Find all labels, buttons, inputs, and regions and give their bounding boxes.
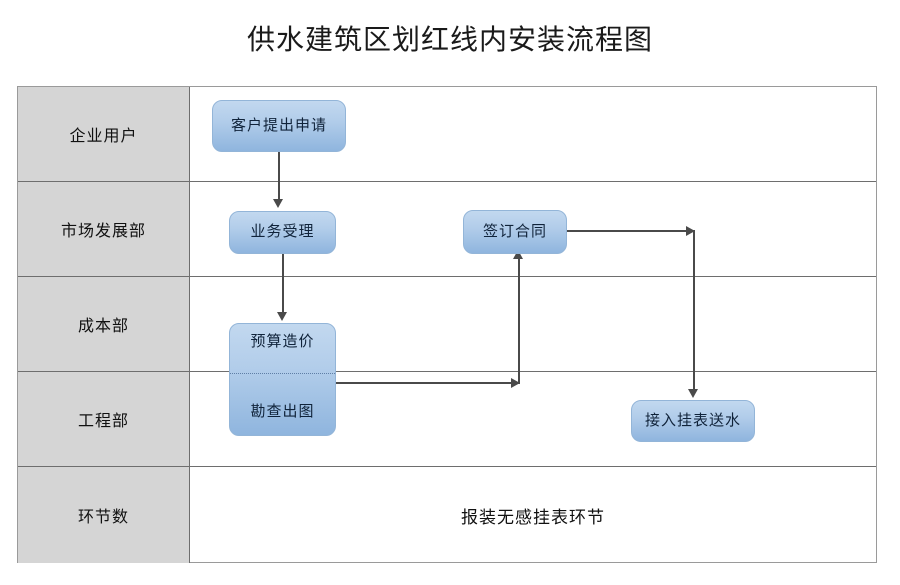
- page-title: 供水建筑区划红线内安装流程图: [246, 25, 653, 56]
- lane-label-market-development: 市场发展部: [18, 182, 190, 276]
- arrowhead-apply-to-accept-icon: [273, 199, 283, 208]
- connector-contract-to-deliver-horizontal: [567, 230, 695, 232]
- lane-body-step-count: 报装无感挂表环节: [190, 467, 876, 563]
- swimlane-row-market-development: 市场发展部: [18, 182, 876, 277]
- connector-accept-to-budget: [282, 254, 284, 313]
- lane-label-cost-department: 成本部: [18, 277, 190, 371]
- arrowhead-into-deliver-icon: [688, 389, 698, 398]
- swimlane-row-engineering-department: 工程部: [18, 372, 876, 467]
- node-budget-and-survey[interactable]: 预算造价 勘查出图: [229, 323, 336, 436]
- connector-survey-to-contract-vertical: [518, 258, 520, 383]
- swimlane-row-cost-department: 成本部: [18, 277, 876, 372]
- connector-contract-to-deliver-vertical: [693, 231, 695, 391]
- node-business-acceptance[interactable]: 业务受理: [229, 211, 336, 254]
- connector-apply-to-accept: [278, 152, 280, 200]
- arrowhead-contract-right-icon: [686, 226, 695, 236]
- node-budget-cost-label: 预算造价: [250, 334, 315, 350]
- lane-label-engineering-department: 工程部: [18, 372, 190, 466]
- swimlane-row-enterprise-user: 企业用户: [18, 87, 876, 182]
- connector-survey-to-contract-horizontal: [336, 382, 520, 384]
- swimlane-row-step-count: 环节数 报装无感挂表环节: [18, 467, 876, 563]
- node-sign-contract[interactable]: 签订合同: [463, 210, 567, 254]
- arrowhead-into-contract-icon: [513, 250, 523, 259]
- lane-label-step-count: 环节数: [18, 467, 190, 563]
- arrowhead-survey-right-icon: [511, 378, 520, 388]
- swimlane-table: 企业用户 市场发展部 成本部 工程部 环节数 报装无感挂表环节: [17, 86, 877, 563]
- step-count-text: 报装无感挂表环节: [461, 507, 605, 527]
- node-survey-drawing-label: 勘查出图: [250, 404, 315, 421]
- node-connect-meter-supply-water[interactable]: 接入挂表送水: [631, 400, 755, 442]
- lane-label-enterprise-user: 企业用户: [18, 87, 190, 181]
- node-customer-submits-application[interactable]: 客户提出申请: [212, 100, 346, 152]
- arrowhead-accept-to-budget-icon: [277, 312, 287, 321]
